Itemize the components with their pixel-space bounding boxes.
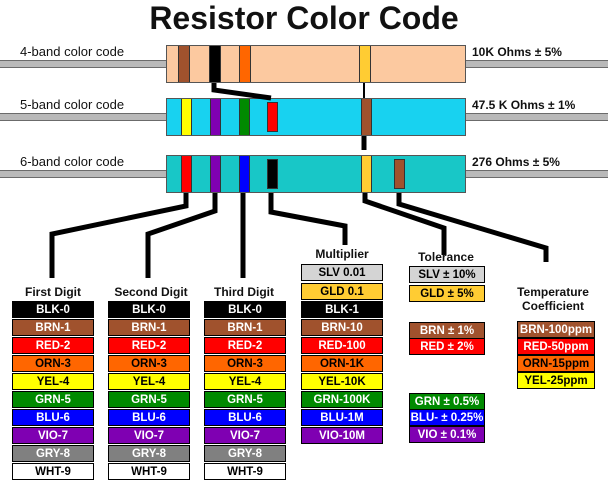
- resistor-lead-left: [0, 170, 168, 178]
- column-header-line2: Coefficient: [521, 299, 584, 313]
- band-yellow: [181, 99, 192, 135]
- color-code-cell: ORN-3: [108, 355, 190, 372]
- band-brown: [394, 159, 405, 189]
- band-brown: [361, 99, 372, 135]
- resistor-body: [166, 98, 466, 136]
- color-code-cell: ORN-3: [204, 355, 286, 372]
- band-blue: [239, 156, 250, 192]
- resistor-label: 6-band color code: [20, 154, 125, 169]
- color-code-cell: BLU- ± 0.25%: [409, 409, 485, 426]
- color-code-cell: BLU-6: [108, 409, 190, 426]
- color-code-cell: BLK-1: [301, 301, 383, 318]
- wire-first-digit: [49, 193, 189, 278]
- color-code-cell: GRN-100K: [301, 391, 383, 408]
- band-orange: [239, 46, 251, 82]
- resistor-label: 4-band color code: [20, 44, 125, 59]
- wire-multiplier: [211, 83, 348, 245]
- band-black: [209, 46, 221, 82]
- color-code-cell: RED ± 2%: [409, 338, 485, 355]
- resistor-body: [166, 155, 466, 193]
- column-header: First Digit: [25, 285, 81, 299]
- color-code-cell: ORN-15ppm: [517, 355, 595, 372]
- band-gold: [359, 46, 371, 82]
- color-code-cell: GRN-5: [204, 391, 286, 408]
- color-code-cell: RED-2: [108, 337, 190, 354]
- color-code-cell: YEL-4: [12, 373, 94, 390]
- column-header-line1: Temperature: [517, 285, 589, 299]
- resistor-lead-left: [0, 113, 168, 121]
- color-code-cell: BRN-10: [301, 319, 383, 336]
- color-code-cell: YEL-4: [108, 373, 190, 390]
- color-code-cell: GRN ± 0.5%: [409, 393, 485, 410]
- color-code-cell: GRY-8: [108, 445, 190, 462]
- page-title: Resistor Color Code: [149, 0, 459, 36]
- color-code-cell: RED-50ppm: [517, 338, 595, 355]
- resistor-body: [166, 45, 466, 83]
- color-code-cell: VIO-10M: [301, 427, 383, 444]
- resistor-lead-right: [465, 170, 608, 178]
- color-code-cell: WHT-9: [204, 463, 286, 480]
- color-code-cell: GRN-5: [108, 391, 190, 408]
- resistor-lead-right: [465, 113, 608, 121]
- resistor-value: 47.5 K Ohms ± 1%: [472, 98, 576, 112]
- resistor-value: 276 Ohms ± 5%: [472, 155, 560, 169]
- color-code-cell: GRY-8: [12, 445, 94, 462]
- color-code-cell: RED-2: [12, 337, 94, 354]
- color-code-cell: BLU-1M: [301, 409, 383, 426]
- color-code-cell: BRN-1: [12, 319, 94, 336]
- color-code-cell: BLU-6: [204, 409, 286, 426]
- column-header: Tolerance: [418, 250, 474, 264]
- band-violet: [210, 99, 221, 135]
- band-brown: [178, 46, 190, 82]
- color-code-cell: WHT-9: [108, 463, 190, 480]
- color-code-cell: YEL-4: [204, 373, 286, 390]
- color-code-cell: GLD 0.1: [301, 283, 383, 300]
- color-code-cell: VIO ± 0.1%: [409, 426, 485, 443]
- color-code-cell: SLV 0.01: [301, 264, 383, 281]
- wire-tolerance: [361, 136, 447, 255]
- color-code-cell: YEL-25ppm: [517, 372, 595, 389]
- color-code-cell: BLK-0: [204, 301, 286, 318]
- color-code-cell: YEL-10K: [301, 373, 383, 390]
- color-code-cell: VIO-7: [12, 427, 94, 444]
- band-green: [239, 99, 250, 135]
- color-code-cell: BRN-1: [108, 319, 190, 336]
- color-code-cell: GLD ± 5%: [409, 285, 485, 302]
- band-red: [267, 102, 278, 132]
- resistor-label: 5-band color code: [20, 97, 125, 112]
- resistor-lead-left: [0, 60, 168, 68]
- band-red: [181, 156, 192, 192]
- band-gold: [361, 156, 372, 192]
- color-code-cell: RED-100: [301, 337, 383, 354]
- band-black: [267, 159, 278, 189]
- color-code-cell: BRN-100ppm: [517, 321, 595, 338]
- color-code-cell: VIO-7: [108, 427, 190, 444]
- color-code-cell: ORN-3: [12, 355, 94, 372]
- column-header: Multiplier: [315, 247, 369, 261]
- color-code-cell: BLU-6: [12, 409, 94, 426]
- column-header: Third Digit: [214, 285, 274, 299]
- color-code-cell: WHT-9: [12, 463, 94, 480]
- color-code-cell: GRN-5: [12, 391, 94, 408]
- resistor-value: 10K Ohms ± 5%: [472, 45, 562, 59]
- color-code-cell: VIO-7: [204, 427, 286, 444]
- column-header: Second Digit: [114, 285, 188, 299]
- color-code-cell: BRN-1: [204, 319, 286, 336]
- band-violet: [210, 156, 221, 192]
- wire-temp-coefficient: [396, 193, 549, 262]
- color-code-cell: BLK-0: [12, 301, 94, 318]
- resistor-lead-right: [465, 60, 608, 68]
- color-code-cell: ORN-1K: [301, 355, 383, 372]
- color-code-cell: BLK-0: [108, 301, 190, 318]
- color-code-cell: SLV ± 10%: [409, 266, 485, 283]
- color-code-cell: RED-2: [204, 337, 286, 354]
- wire-second-digit: [145, 193, 218, 278]
- color-code-cell: BRN ± 1%: [409, 322, 485, 339]
- color-code-cell: GRY-8: [204, 445, 286, 462]
